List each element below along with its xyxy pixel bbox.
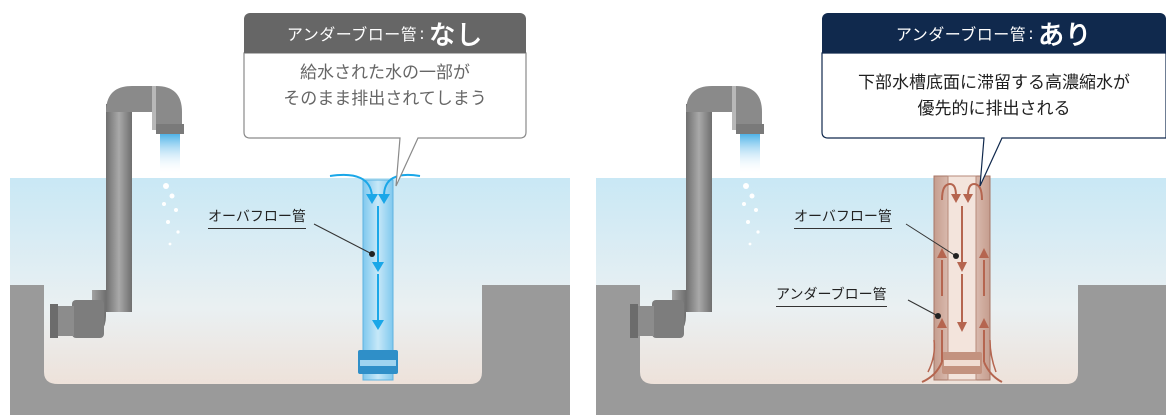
callout-header-separator: : — [419, 23, 426, 43]
callout-header-value: なし — [429, 20, 484, 51]
tank-diagram — [596, 52, 1166, 415]
tank-wall — [10, 285, 570, 415]
overflow-pipe-label: オーバフロー管 — [794, 206, 892, 229]
bubbles — [162, 183, 180, 246]
callout-header-label: アンダーブロー管 — [895, 25, 1027, 44]
tank-wall — [596, 285, 1166, 415]
description-line: 下部水槽底面に滞留する高濃縮水が — [858, 73, 1130, 93]
callout-description: 下部水槽底面に滞留する高濃縮水が 優先的に排出される — [822, 70, 1166, 122]
tank-diagram — [10, 52, 570, 415]
callout-header-label: アンダーブロー管 — [286, 25, 418, 44]
callout-header-separator: : — [1028, 23, 1035, 43]
callout-header-value: あり — [1038, 20, 1093, 51]
flow-arrows — [941, 182, 983, 201]
panel-without-underblow: アンダーブロー管 : なし 給水された水の一部が そのまま排出されてしまう オー… — [0, 0, 570, 415]
water-spout — [160, 134, 180, 174]
description-line: 給水された水の一部が — [300, 63, 470, 83]
description-line: そのまま排出されてしまう — [283, 89, 487, 109]
water-spout — [740, 134, 760, 174]
supply-pipe-bend — [106, 86, 182, 130]
supply-pipe-vertical — [106, 104, 132, 312]
supply-pipe-bend — [686, 86, 762, 130]
description-line: 優先的に排出される — [917, 99, 1071, 119]
inflow-arrows — [329, 174, 421, 197]
supply-pipe-vertical — [686, 104, 712, 312]
callout-description: 給水された水の一部が そのまま排出されてしまう — [244, 60, 526, 112]
callout-frame — [243, 52, 527, 187]
callout-header: アンダーブロー管 : なし — [244, 13, 526, 53]
callout-header: アンダーブロー管 : あり — [822, 13, 1166, 53]
panel-with-underblow: アンダーブロー管 : あり 下部水槽底面に滞留する高濃縮水が 優先的に排出される… — [596, 0, 1166, 415]
callout-frame — [821, 52, 1166, 187]
bubbles — [742, 183, 760, 246]
overflow-pipe-label: オーバフロー管 — [208, 206, 306, 229]
underblow-pipe-label: アンダーブロー管 — [776, 284, 887, 307]
